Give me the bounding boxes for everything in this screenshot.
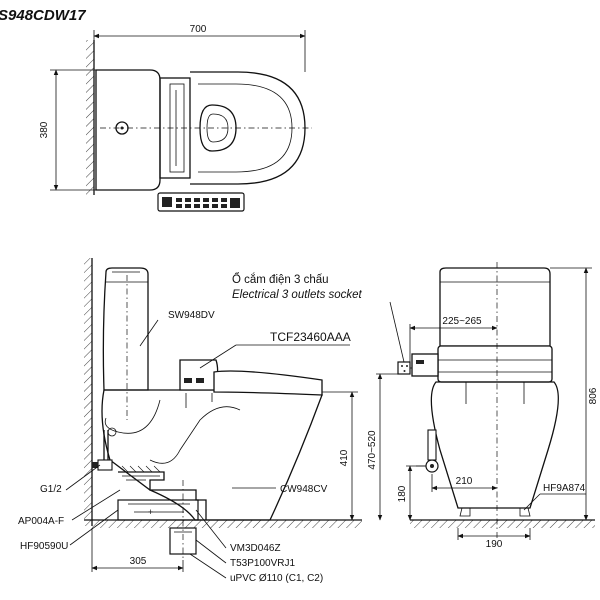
dim-total-height: 806	[588, 387, 599, 404]
top-view-wall	[86, 40, 94, 195]
label-cw948cv: CW948CV	[280, 484, 328, 495]
dim-inlet-offset: 210	[456, 476, 473, 487]
socket-label-vi: Ổ cắm điện 3 chấu	[232, 273, 329, 286]
front-view-tank	[439, 267, 551, 347]
label-sw948dv: SW948DV	[168, 310, 215, 321]
dim-socket-height: 470~520	[367, 430, 378, 470]
side-view-wall	[84, 258, 92, 526]
top-view-tank	[95, 69, 161, 191]
front-view-floor	[410, 520, 595, 528]
socket-label-en: Electrical 3 outlets socket	[232, 289, 363, 301]
front-view: Ổ cắm điện 3 chấu Electrical 3 outlets s…	[232, 262, 599, 550]
dim-width-700: 700	[190, 24, 207, 35]
washlet-unit	[179, 359, 219, 391]
label-t53p100vrj1: T53P100VRJ1	[230, 558, 295, 569]
dim-socket-offset: 225~265	[442, 316, 482, 327]
label-hf90590u: HF90590U	[20, 541, 68, 552]
label-upvc-pipe: uPVC Ø110 (C1, C2)	[230, 573, 323, 584]
front-view-bowl	[430, 381, 559, 509]
dim-base-width: 190	[486, 539, 503, 550]
svg-text:+: +	[148, 507, 153, 517]
top-view: 700 380	[39, 24, 312, 212]
side-view: + SW948DV TCF23460AAA CW948CV G1/2 AP004…	[18, 258, 362, 584]
label-tcf23460aaa: TCF23460AAA	[270, 330, 351, 344]
dim-depth-380: 380	[39, 121, 50, 138]
front-view-seat	[437, 345, 553, 383]
dim-inlet-height: 180	[397, 485, 408, 502]
model-title: S948CDW17	[0, 7, 86, 24]
side-view-seat	[213, 370, 323, 396]
label-ap004a: AP004A-F	[18, 516, 64, 527]
side-view-tank	[102, 267, 149, 391]
label-g12: G1/2	[40, 484, 62, 495]
side-view-floor	[92, 520, 362, 528]
label-vm3d046z: VM3D046Z	[230, 543, 281, 554]
dim-seat-height-410: 410	[339, 449, 350, 466]
dim-rough-in-305: 305	[130, 556, 147, 567]
drain-adapter	[118, 471, 207, 520]
label-hf9a874: HF9A874	[543, 483, 586, 494]
electrical-socket	[397, 361, 411, 375]
remote-control	[157, 192, 245, 212]
